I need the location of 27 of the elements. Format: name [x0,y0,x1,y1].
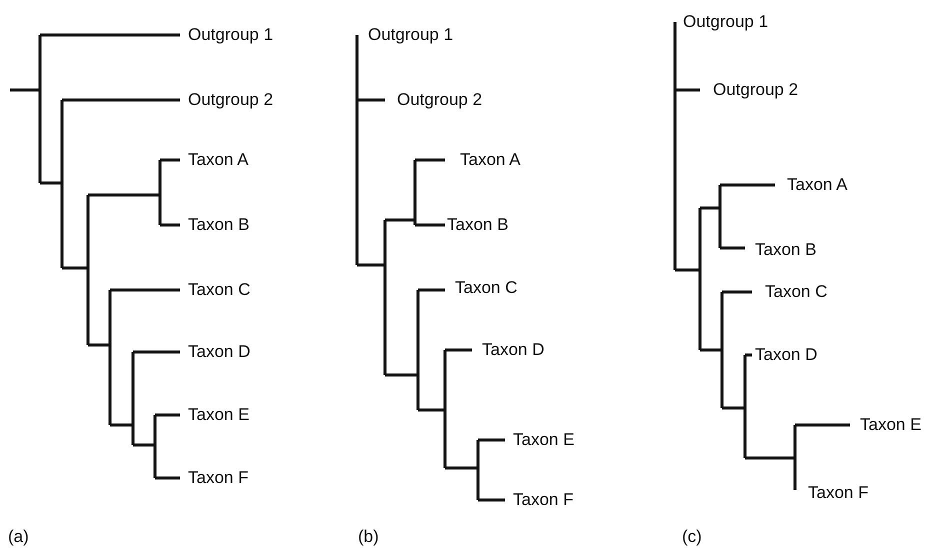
taxon-label: Taxon B [188,215,250,235]
panel-letter: (a) [8,527,29,547]
taxon-label: Outgroup 2 [713,80,798,100]
taxon-label: Taxon E [513,430,574,450]
taxon-label: Outgroup 1 [683,12,768,32]
taxon-label: Outgroup 1 [368,25,454,45]
taxon-label: Taxon F [188,468,248,488]
taxon-label: Taxon C [188,280,250,300]
taxon-label: Taxon F [513,490,574,510]
taxon-label: Outgroup 2 [397,90,482,110]
taxon-label: Taxon B [447,215,508,235]
panel-letter: (c) [682,527,702,547]
taxon-label: Outgroup 2 [188,90,274,110]
taxon-label: Taxon E [860,415,922,435]
taxon-label: Taxon E [188,405,250,425]
taxon-label: Taxon D [188,342,250,362]
taxon-label: Taxon A [460,150,520,170]
taxon-label: Taxon A [787,175,848,195]
taxon-label: Outgroup 1 [188,25,274,45]
taxon-label: Taxon C [765,282,828,302]
panel-letter: (b) [358,527,379,547]
taxon-label: Taxon F [808,483,868,503]
taxon-label: Taxon D [755,345,818,365]
taxon-label: Taxon C [455,278,518,298]
taxon-label: Taxon A [188,150,248,170]
taxon-label: Taxon B [755,240,816,260]
taxon-label: Taxon D [482,340,544,360]
